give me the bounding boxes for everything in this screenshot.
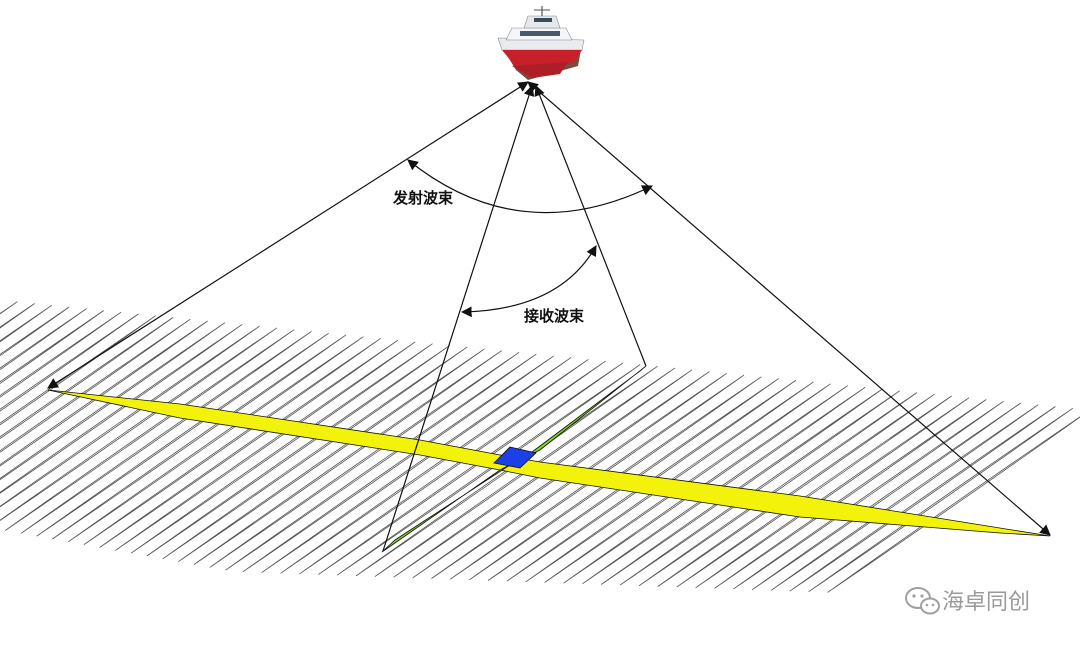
ripple-streak	[162, 346, 468, 560]
ripple-streak	[827, 416, 1080, 593]
ripple-streak	[178, 348, 485, 563]
survey-ship-icon	[497, 6, 585, 80]
ripple-streak	[209, 352, 520, 568]
ripple-streak	[0, 311, 122, 398]
ripple-streak	[146, 345, 451, 557]
ripple-streak	[0, 303, 35, 329]
ripple-streak	[193, 350, 502, 565]
ripple-streak	[115, 341, 416, 551]
ripple-streak	[4, 329, 295, 531]
ripple-streak	[808, 407, 1073, 593]
receive-beam-angle-arc	[460, 245, 597, 318]
ripple-streak	[67, 336, 364, 543]
ripple-streak	[83, 338, 381, 546]
transmit-beam-label: 发射波束	[392, 189, 454, 207]
receive-beam-left-ray	[382, 84, 535, 552]
ripple-streak	[52, 334, 347, 540]
wechat-icon	[905, 587, 940, 615]
ripple-streak	[99, 339, 399, 548]
transmit-beam-right-ray	[527, 81, 1051, 536]
ripple-streak	[280, 359, 589, 574]
ripple-streak	[0, 308, 87, 371]
watermark-text: 海卓同创	[942, 590, 1030, 615]
ripple-streak	[242, 355, 554, 573]
transmit-swath	[47, 389, 1051, 537]
ripple-streak	[0, 327, 278, 521]
transmit-beam-angle-arc	[407, 159, 653, 214]
ripple-streak	[0, 317, 174, 440]
transmit-beam-left-ray	[47, 81, 529, 389]
ripple-streak	[36, 332, 329, 537]
ripple-streak	[225, 353, 537, 571]
receive-beam-label: 接收波束	[524, 307, 585, 325]
watermark: 海卓同创	[905, 587, 1030, 615]
receive-beam-right-ray	[534, 84, 647, 367]
ripple-streak	[261, 357, 572, 573]
ripple-streak	[130, 343, 433, 554]
ripple-streak	[299, 360, 606, 575]
ripple-streak	[0, 320, 208, 467]
ripple-streak	[0, 322, 226, 481]
ripple-streak	[20, 331, 312, 534]
ripple-streak	[0, 310, 105, 384]
ripple-streak	[789, 406, 1056, 592]
